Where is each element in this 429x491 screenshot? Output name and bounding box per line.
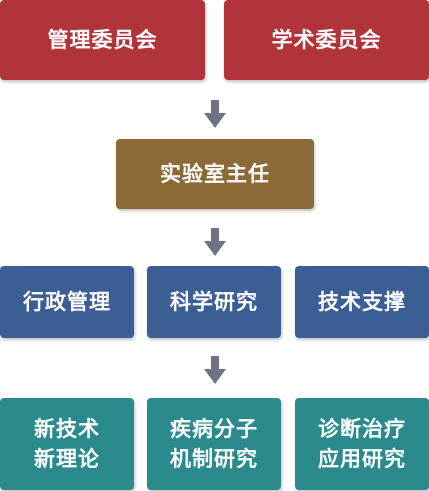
academic-committee-box: 学术委员会 bbox=[224, 0, 429, 80]
administration-box: 行政管理 bbox=[0, 266, 134, 338]
disease-mechanism-line-1: 疾病分子 bbox=[170, 417, 258, 441]
academic-committee-label: 学术委员会 bbox=[271, 28, 382, 52]
management-committee-label: 管理委员会 bbox=[47, 28, 158, 52]
diagnosis-treatment-line-1: 诊断治疗 bbox=[318, 417, 406, 441]
new-tech-theory-box: 新技术 新理论 bbox=[0, 398, 134, 490]
disease-mechanism-line-2: 机制研究 bbox=[170, 447, 258, 471]
lab-director-label: 实验室主任 bbox=[160, 162, 270, 186]
scientific-research-box: 科学研究 bbox=[147, 266, 281, 338]
arrow-down-icon bbox=[204, 228, 226, 256]
diagnosis-treatment-line-2: 应用研究 bbox=[318, 447, 406, 471]
technical-support-label: 技术支撑 bbox=[318, 290, 406, 314]
scientific-research-label: 科学研究 bbox=[170, 290, 258, 314]
diagnosis-treatment-box: 诊断治疗 应用研究 bbox=[295, 398, 429, 490]
new-tech-line-1: 新技术 bbox=[34, 417, 100, 441]
management-committee-box: 管理委员会 bbox=[0, 0, 205, 80]
new-tech-line-2: 新理论 bbox=[34, 447, 100, 471]
arrow-down-icon bbox=[204, 356, 226, 384]
technical-support-box: 技术支撑 bbox=[295, 266, 429, 338]
lab-director-box: 实验室主任 bbox=[116, 139, 314, 209]
administration-label: 行政管理 bbox=[23, 290, 111, 314]
arrow-down-icon bbox=[204, 100, 226, 128]
disease-mechanism-box: 疾病分子 机制研究 bbox=[147, 398, 281, 490]
